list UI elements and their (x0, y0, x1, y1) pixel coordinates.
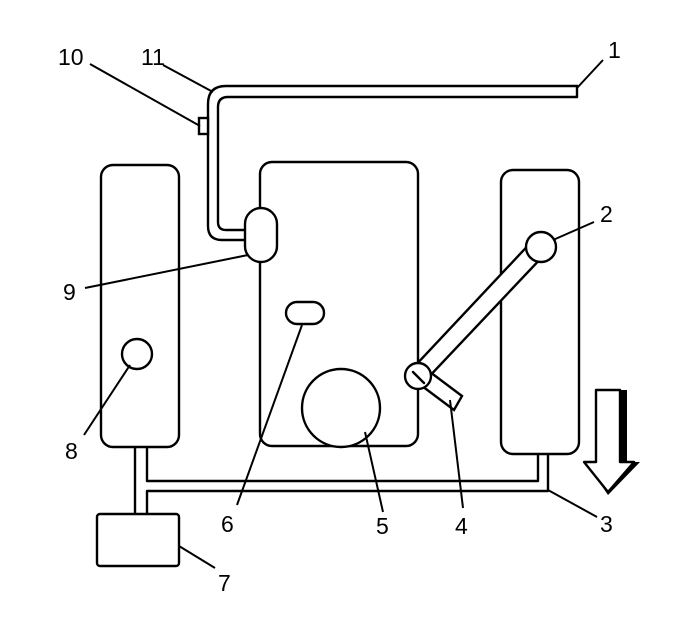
leader-5 (364, 431, 384, 513)
leader-7 (178, 545, 216, 569)
callout-6: 6 (221, 511, 234, 537)
callout-4: 4 (455, 513, 468, 539)
callout-11: 11 (141, 44, 165, 70)
component-8 (120, 337, 154, 371)
callout-3: 3 (600, 511, 613, 537)
component-7 (95, 512, 181, 568)
component-5 (300, 367, 382, 449)
leader-3 (547, 489, 598, 518)
leader-4 (449, 399, 464, 509)
bottom-hose (145, 446, 550, 516)
callout-1: 1 (608, 37, 621, 63)
leader-6 (236, 324, 303, 506)
callout-7: 7 (218, 570, 231, 596)
arrow-down-icon (582, 388, 640, 495)
component-2 (524, 230, 558, 264)
component-6 (284, 300, 326, 326)
leader-2 (552, 221, 595, 241)
leader-10 (89, 63, 201, 127)
callout-5: 5 (376, 513, 389, 539)
callout-8: 8 (65, 438, 78, 464)
right-panel (499, 168, 581, 456)
leader-11 (162, 64, 214, 93)
leader-9 (84, 254, 249, 289)
leader-1 (576, 59, 604, 89)
component-9 (243, 206, 279, 264)
leader-8 (83, 364, 131, 436)
left-panel (99, 163, 181, 449)
callout-10: 10 (58, 44, 84, 70)
callout-2: 2 (600, 201, 613, 227)
callout-9: 9 (63, 279, 76, 305)
hose-fitting (197, 116, 210, 136)
